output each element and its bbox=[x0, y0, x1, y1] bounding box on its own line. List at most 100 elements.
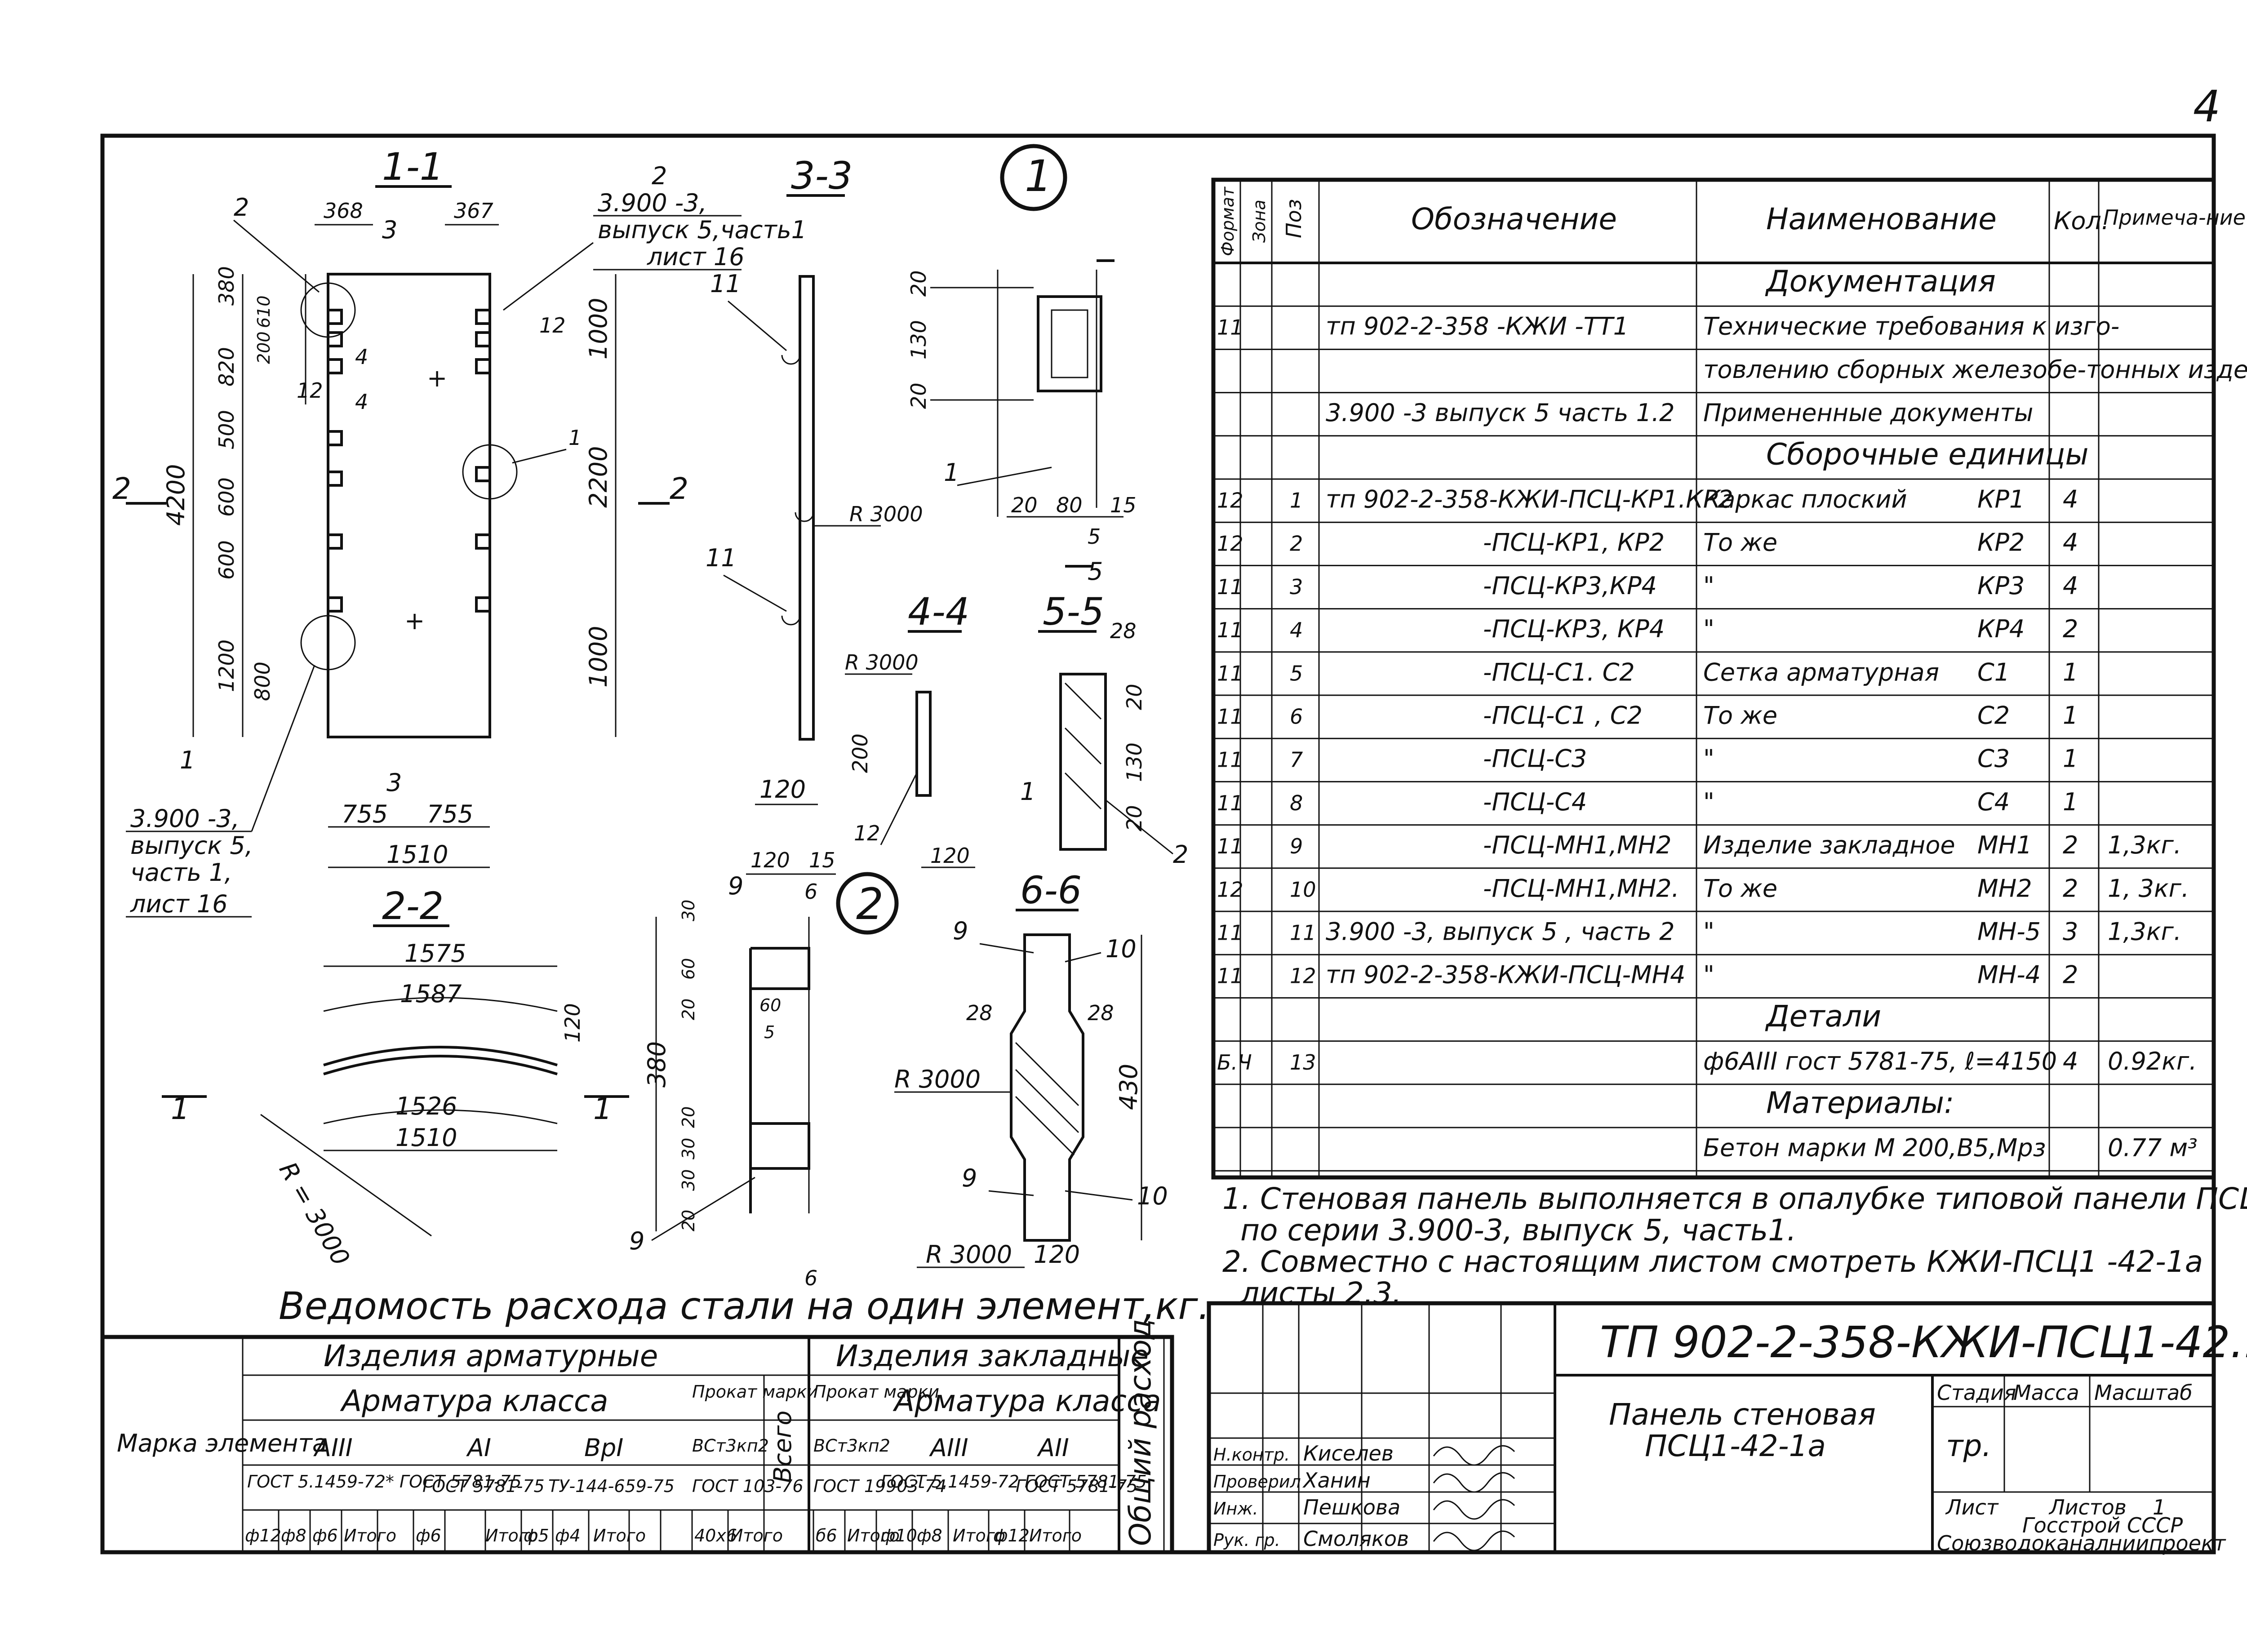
svg-text:800: 800 bbox=[250, 662, 275, 701]
svg-text:130: 130 bbox=[1122, 742, 1146, 782]
svg-text:820: 820 bbox=[214, 347, 239, 386]
svg-text:1: 1 bbox=[1025, 151, 1052, 201]
spec-cell-name: " bbox=[1703, 745, 1714, 773]
svg-text:30: 30 bbox=[679, 1169, 698, 1191]
steel-col-label: ф8 bbox=[281, 1526, 306, 1545]
svg-text:Смоляков: Смоляков bbox=[1303, 1527, 1409, 1551]
spec-cell-name: Примененные документы bbox=[1703, 399, 2033, 427]
svg-text:Панель стеновая: Панель стеновая bbox=[1609, 1397, 1876, 1432]
svg-text:тр.: тр. bbox=[1946, 1429, 1991, 1463]
spec-cell-designation: тп 902-2-358-КЖИ-ПСЦ-МН4 bbox=[1326, 961, 1686, 989]
steel-consumption-table: Ведомость расхода стали на один элемент,… bbox=[100, 1284, 1210, 1554]
svg-text:2: 2 bbox=[652, 162, 667, 190]
spec-cell-designation: -ПСЦ-КР1, КР2 bbox=[1483, 528, 1665, 557]
svg-text:1526: 1526 bbox=[395, 1092, 457, 1120]
svg-text:3.900 -3,: 3.900 -3, bbox=[598, 189, 707, 217]
steel-col-label: Итого bbox=[953, 1526, 1005, 1545]
svg-text:выпуск 5,часть1: выпуск 5,часть1 bbox=[598, 216, 807, 244]
svg-text:ПСЦ1-42-1а: ПСЦ1-42-1а bbox=[1645, 1429, 1826, 1463]
spec-cell-designation: 3.900 -3, выпуск 5 , часть 2 bbox=[1326, 917, 1674, 946]
spec-cell-mark: МН-5 bbox=[1977, 917, 2041, 946]
svg-text:500: 500 bbox=[214, 410, 239, 449]
section-1-1: 1-1 + + 4200 380 610 820 200 500 bbox=[112, 145, 807, 918]
spec-cell-pos: 11 bbox=[1290, 920, 1316, 945]
svg-text:Лист: Лист bbox=[1945, 1495, 1999, 1519]
spec-cell-name: Детали bbox=[1765, 999, 1881, 1034]
spec-cell-pos: 8 bbox=[1290, 791, 1303, 815]
svg-text:9: 9 bbox=[962, 1164, 977, 1192]
spec-cell-format: 11 bbox=[1217, 964, 1243, 988]
svg-text:4-4: 4-4 bbox=[908, 590, 969, 634]
svg-text:Масштаб: Масштаб bbox=[2094, 1381, 2193, 1405]
spec-cell-pos: 13 bbox=[1290, 1050, 1316, 1075]
svg-text:6: 6 bbox=[804, 1266, 817, 1290]
section-6-6: 6-6 28 28 430 R 3000 R 3000 120 9 10 9 1… bbox=[894, 868, 1168, 1269]
spec-cell-mark: МН-4 bbox=[1977, 961, 2041, 989]
spec-cell-pos: 3 bbox=[1290, 575, 1303, 599]
svg-text:часть 1,: часть 1, bbox=[130, 858, 232, 887]
svg-text:1510: 1510 bbox=[395, 1124, 457, 1152]
spec-cell-mark: КР2 bbox=[1977, 528, 2025, 557]
svg-text:3-3: 3-3 bbox=[791, 154, 853, 198]
spec-cell-format: 12 bbox=[1217, 488, 1243, 512]
section-2-2: 2-2 1575 1587 1526 1510 120 R = 3000 1 1 bbox=[162, 884, 629, 1270]
spec-cell-format: 11 bbox=[1217, 661, 1243, 685]
spec-cell-format: 11 bbox=[1217, 920, 1243, 945]
spec-cell-designation: -ПСЦ-КР3, КР4 bbox=[1483, 615, 1665, 643]
spec-cell-note: 0.92кг. bbox=[2108, 1047, 2197, 1075]
spec-cell-designation: тп 902-2-358 -КЖИ -ТТ1 bbox=[1326, 312, 1629, 341]
svg-text:Госстрой СССР: Госстрой СССР bbox=[2022, 1513, 2183, 1537]
spec-cell-qty: 2 bbox=[2063, 961, 2078, 989]
svg-text:1: 1 bbox=[568, 426, 582, 450]
spec-cell-note: 1,3кг. bbox=[2108, 831, 2181, 859]
steel-col-label: ф12 bbox=[245, 1526, 281, 1545]
svg-text:200: 200 bbox=[848, 733, 872, 773]
svg-text:20: 20 bbox=[906, 270, 931, 297]
spec-cell-name: ф6АIII гост 5781-75, ℓ=4150 bbox=[1703, 1047, 2057, 1075]
spec-cell-note: 0.77 м³ bbox=[2108, 1133, 2198, 1162]
detail-2: 2 120 15 30 60 20 60 5 380 20 30 30 20 9… bbox=[629, 848, 899, 1290]
svg-text:430: 430 bbox=[1115, 1064, 1143, 1110]
svg-text:ТУ-144-659-75: ТУ-144-659-75 bbox=[548, 1476, 675, 1496]
svg-text:Инж.: Инж. bbox=[1213, 1499, 1258, 1519]
svg-text:9: 9 bbox=[728, 872, 743, 900]
svg-text:ВрI: ВрI bbox=[584, 1434, 623, 1462]
spec-cell-format: 11 bbox=[1217, 791, 1243, 815]
svg-text:R 3000: R 3000 bbox=[926, 1240, 1012, 1269]
svg-text:120: 120 bbox=[759, 775, 806, 804]
spec-cell-name: " bbox=[1703, 615, 1714, 643]
svg-text:ГОСТ 5781-75: ГОСТ 5781-75 bbox=[1016, 1476, 1138, 1496]
svg-text:АIII: АIII bbox=[929, 1434, 968, 1462]
svg-text:30: 30 bbox=[679, 900, 698, 921]
spec-cell-name: Каркас плоский bbox=[1703, 485, 1907, 513]
svg-text:1: 1 bbox=[180, 746, 195, 774]
spec-cell-qty: 2 bbox=[2063, 831, 2078, 859]
svg-text:Примеча-ние: Примеча-ние bbox=[2103, 205, 2246, 230]
steel-col-label: Итого bbox=[485, 1526, 538, 1545]
spec-cell-name: Материалы: bbox=[1766, 1085, 1954, 1120]
spec-cell-designation: 3.900 -3 выпуск 5 часть 1.2 bbox=[1326, 399, 1675, 427]
svg-text:6: 6 bbox=[804, 879, 817, 904]
svg-text:1000: 1000 bbox=[584, 626, 613, 688]
svg-text:2. Совместно с настоящим листо: 2. Совместно с настоящим листом смотреть… bbox=[1222, 1244, 2203, 1279]
svg-text:20: 20 bbox=[906, 382, 931, 409]
svg-text:4: 4 bbox=[355, 390, 368, 414]
spec-cell-format: 12 bbox=[1217, 532, 1243, 556]
spec-cell-qty: 4 bbox=[2063, 572, 2078, 600]
svg-text:лист 16: лист 16 bbox=[130, 890, 228, 918]
svg-text:2: 2 bbox=[112, 471, 131, 506]
svg-text:ВСт3кп2: ВСт3кп2 bbox=[813, 1436, 890, 1456]
spec-cell-designation: -ПСЦ-С1 , С2 bbox=[1483, 701, 1643, 729]
spec-cell-pos: 12 bbox=[1290, 964, 1316, 988]
signature bbox=[1433, 1472, 1515, 1493]
svg-text:1000: 1000 bbox=[584, 298, 613, 360]
spec-cell-name: Сборочные единицы bbox=[1766, 437, 2089, 471]
svg-text:755: 755 bbox=[427, 800, 473, 828]
svg-text:Ханин: Ханин bbox=[1302, 1468, 1371, 1492]
svg-text:20: 20 bbox=[1011, 493, 1038, 517]
spec-cell-format: 11 bbox=[1217, 834, 1243, 858]
svg-text:Киселев: Киселев bbox=[1303, 1441, 1394, 1465]
svg-text:12: 12 bbox=[539, 313, 566, 338]
steel-col-label: б6 bbox=[816, 1526, 837, 1545]
spec-cell-format: Б.Ч bbox=[1217, 1050, 1252, 1075]
